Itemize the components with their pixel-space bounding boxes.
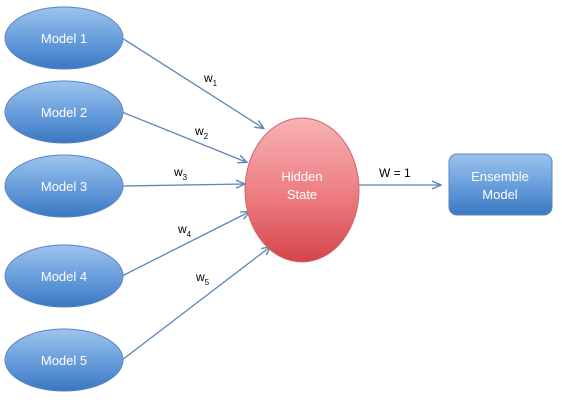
weight-label-2: w2 bbox=[194, 124, 209, 141]
model-3-label: Model 3 bbox=[41, 179, 87, 194]
hidden-state-line2: State bbox=[287, 187, 317, 202]
ensemble-line1: Ensemble bbox=[471, 169, 529, 184]
edge-model-4 bbox=[121, 212, 249, 277]
model-1-label: Model 1 bbox=[41, 31, 87, 46]
model-4-label: Model 4 bbox=[41, 269, 87, 284]
weight-label-1: w1 bbox=[203, 71, 218, 88]
edge-model-3 bbox=[121, 184, 244, 186]
weight-label-4: w4 bbox=[177, 222, 192, 239]
ensemble-model-node: Ensemble Model bbox=[448, 153, 553, 216]
edge-model-2 bbox=[121, 111, 246, 162]
output-weight-label: W = 1 bbox=[379, 166, 411, 180]
edge-model-1 bbox=[121, 37, 263, 128]
weight-label-3: w3 bbox=[173, 165, 188, 182]
model-5-label: Model 5 bbox=[41, 353, 87, 368]
model-node-2: Model 2 bbox=[4, 80, 124, 144]
hidden-state-line1: Hidden bbox=[281, 169, 322, 184]
model-node-1: Model 1 bbox=[4, 6, 124, 70]
model-node-3: Model 3 bbox=[4, 154, 124, 218]
ensemble-line2: Model bbox=[482, 187, 518, 202]
model-2-label: Model 2 bbox=[41, 105, 87, 120]
model-node-5: Model 5 bbox=[4, 328, 124, 392]
weight-label-5: w5 bbox=[195, 270, 210, 287]
edge-model-5 bbox=[121, 247, 270, 361]
model-node-4: Model 4 bbox=[4, 244, 124, 308]
hidden-state-node: Hidden State bbox=[244, 117, 360, 263]
